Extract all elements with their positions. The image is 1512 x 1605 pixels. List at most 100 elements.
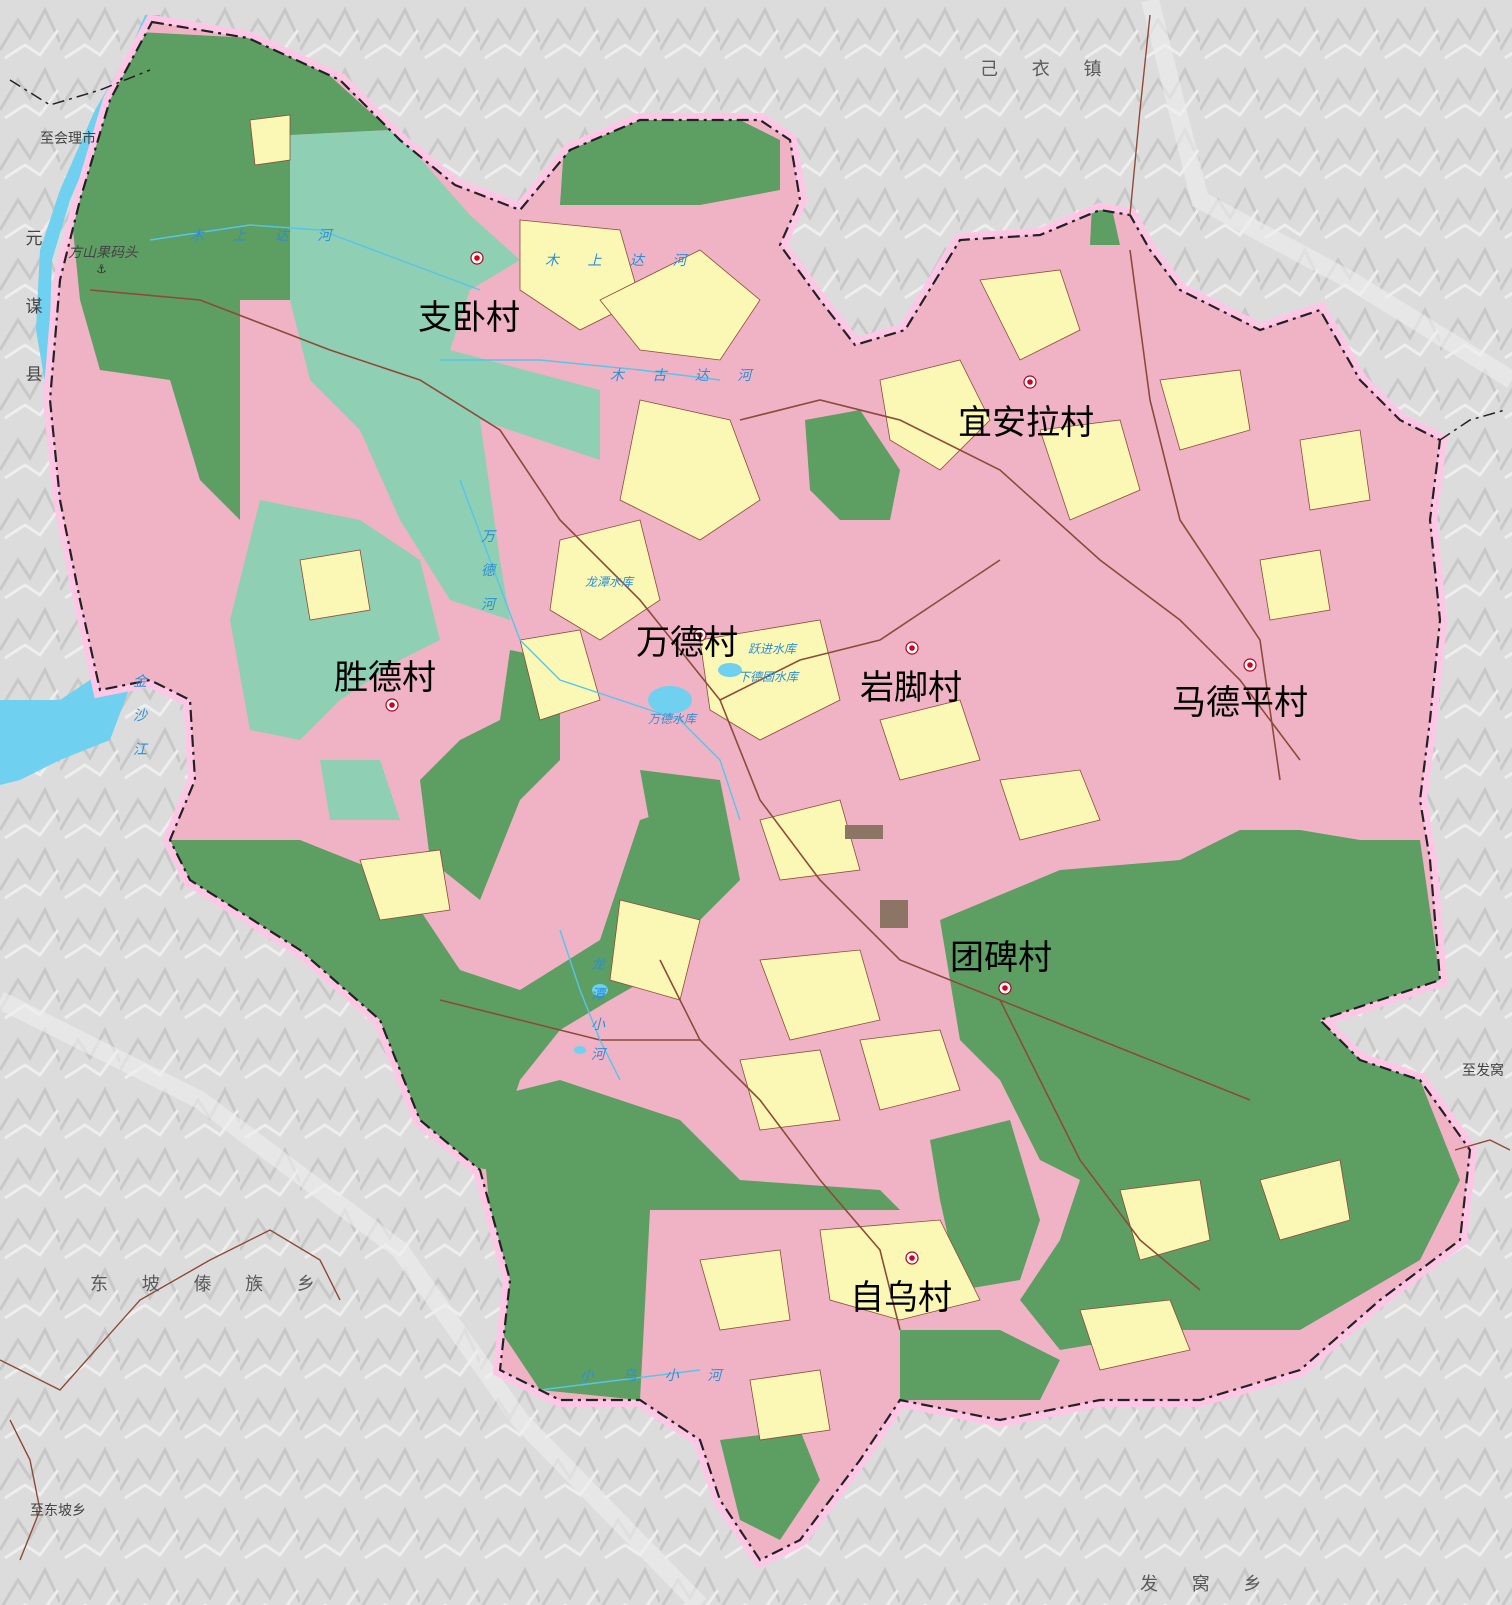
river-char: 潭: [591, 987, 605, 1003]
village-label-zhiwo: 支卧村: [418, 298, 520, 338]
forest-zone: [640, 770, 740, 920]
admin-line: [1439, 409, 1506, 441]
village-label-wande: 万德村: [636, 623, 738, 663]
reservoir-label: 万德水库: [648, 712, 697, 726]
reservoir: [718, 663, 742, 677]
forest-zone: [480, 1080, 900, 1400]
cropland-patch: [599, 249, 761, 361]
forest-zone: [165, 800, 710, 1170]
teal-zone: [320, 760, 400, 820]
village-seat-dot: [389, 702, 395, 708]
stream-line: [539, 1369, 701, 1391]
village-seat-dot: [909, 1255, 915, 1261]
cropland-patch: [699, 1249, 791, 1331]
cropland-patch: [1039, 419, 1141, 521]
reservoir-label: 龙潭水库: [585, 575, 634, 589]
road-line: [659, 959, 901, 1331]
town-label-fawo: 发 窝 乡: [1140, 1574, 1276, 1595]
road-line: [439, 999, 700, 1041]
forest-zone: [805, 410, 900, 520]
county-char: 谋: [25, 297, 43, 317]
cropland-patch: [759, 799, 861, 881]
village-seat-dot: [697, 632, 703, 638]
village-seat-dot: [1027, 379, 1033, 385]
county-char: 元: [25, 229, 43, 249]
admin-line: [9, 69, 151, 106]
construction-land: [845, 825, 883, 839]
cropland-patch: [999, 769, 1101, 841]
village-seat-dot: [474, 255, 480, 261]
cropland-patch: [359, 849, 451, 921]
reservoir-label: 跃进水库: [748, 642, 797, 656]
construction-land: [880, 900, 908, 928]
cropland-patch: [699, 619, 841, 741]
village-label-ziwu: 自乌村: [850, 1278, 952, 1318]
cropland-patch: [979, 269, 1081, 361]
direction-label-fawo: 至发窝: [1462, 1063, 1504, 1079]
town-label-yiyi: 己 衣 镇: [980, 59, 1116, 80]
village-label-yianla: 宜安拉村: [958, 403, 1094, 443]
forest-zone: [560, 110, 780, 205]
admin-line: [1454, 1139, 1511, 1151]
direction-label-dongpo: 至东坡乡: [30, 1503, 86, 1519]
cropland-patch: [1159, 369, 1251, 451]
road-line: [89, 289, 1251, 1101]
cropland-patch: [739, 1049, 841, 1131]
river-label-wande: 万 德 河: [480, 520, 496, 622]
cropland-patch: [1299, 429, 1371, 511]
direction-label-huili: 至会理市: [40, 131, 96, 147]
road-line: [999, 999, 1201, 1291]
forest-zone: [900, 1330, 1060, 1400]
river-char: 德: [481, 563, 495, 579]
terrain-ridge: [1141, 0, 1512, 388]
river-char: 江: [133, 742, 147, 758]
cropland-patch: [1079, 1299, 1191, 1371]
forest-zone: [720, 1430, 820, 1540]
teal-zone: [290, 130, 600, 620]
cropland-patch: [749, 1369, 831, 1441]
village-label-madeping: 马德平村: [1172, 683, 1308, 723]
cropland-patch: [549, 519, 661, 641]
village-seat-dot: [909, 645, 915, 651]
river-label-longtan: 龙 潭 小 河: [590, 950, 606, 1070]
stream-line: [459, 479, 741, 821]
cropland-patch: [759, 949, 881, 1041]
river-char: 金: [133, 674, 147, 690]
stream-line: [559, 929, 621, 1081]
stream-line: [440, 359, 721, 381]
river-char: 河: [481, 597, 495, 613]
forest-zone: [70, 30, 390, 520]
anchor-icon: ⚓: [96, 262, 107, 276]
village-label-tuanbei: 团碑村: [950, 938, 1052, 978]
cropland-patch: [819, 1219, 981, 1321]
forest-zone: [930, 1120, 1040, 1290]
river-char: 小: [591, 1017, 605, 1033]
village-seat-dot: [1002, 985, 1008, 991]
cropland-patch: [859, 1029, 961, 1111]
river-label-jinsha: 金 沙 江: [132, 665, 148, 767]
county-label: 元 谋 县: [24, 205, 44, 409]
reservoir: [648, 686, 692, 714]
river-label-mu1: 木 上 达 河: [190, 228, 344, 244]
cropland-patch: [299, 549, 371, 621]
teal-zone: [230, 500, 440, 740]
cropland-patch: [249, 114, 291, 166]
road-line: [719, 559, 1001, 701]
admin-line: [9, 1419, 41, 1561]
river-label-mu2: 木 上 达 河: [545, 253, 699, 269]
cropland-patch: [879, 359, 991, 471]
river-char: 沙: [133, 708, 147, 724]
forest-zone: [420, 650, 560, 900]
cropland-patch: [1259, 1159, 1351, 1241]
cropland-patch: [619, 399, 761, 541]
town-label-dongpo: 东 坡 傣 族 乡: [90, 1274, 329, 1295]
stream-line: [149, 224, 481, 291]
river-label-bottom: 小 乌 小 河: [580, 1368, 734, 1384]
county-char: 县: [25, 365, 43, 385]
reservoir-label: 下德固水库: [738, 670, 799, 684]
dock-label: 方山果码头: [68, 245, 138, 261]
cropland-patch: [519, 629, 601, 721]
road-line: [739, 399, 1301, 761]
